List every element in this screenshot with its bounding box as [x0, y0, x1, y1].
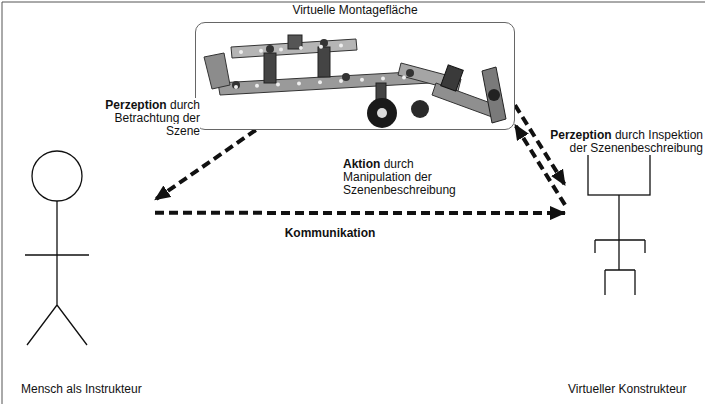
actor-label: Virtueller Konstrukteur — [568, 383, 687, 396]
edge-label: Perzeption durch Betrachtung der Szene — [105, 98, 200, 138]
area-title: Virtuelle Montagefläche — [196, 4, 514, 17]
computer-figure — [588, 150, 650, 295]
actor-label: Mensch als Instrukteur — [21, 383, 142, 396]
stick-figure — [25, 151, 89, 345]
edge-label: Kommunikation — [285, 226, 376, 240]
assembly-area: Virtuelle Montagefläche — [195, 22, 515, 130]
node-figure — [565, 145, 705, 400]
node-figure — [15, 140, 155, 400]
node-figure — [196, 23, 516, 131]
edge-label: Aktion durch Manipulation der Szenenbesc… — [343, 157, 456, 197]
dashed-arrow — [155, 211, 565, 215]
dashed-arrow — [515, 105, 565, 185]
edge-label: Perzeption durch Inspektion der Szenenbe… — [550, 128, 703, 155]
virtual-constructor: Virtueller Konstrukteur — [565, 145, 705, 400]
human-instructor: Mensch als Instrukteur — [15, 140, 155, 400]
baufix-airplane — [204, 35, 506, 128]
dashed-arrow — [155, 130, 256, 200]
